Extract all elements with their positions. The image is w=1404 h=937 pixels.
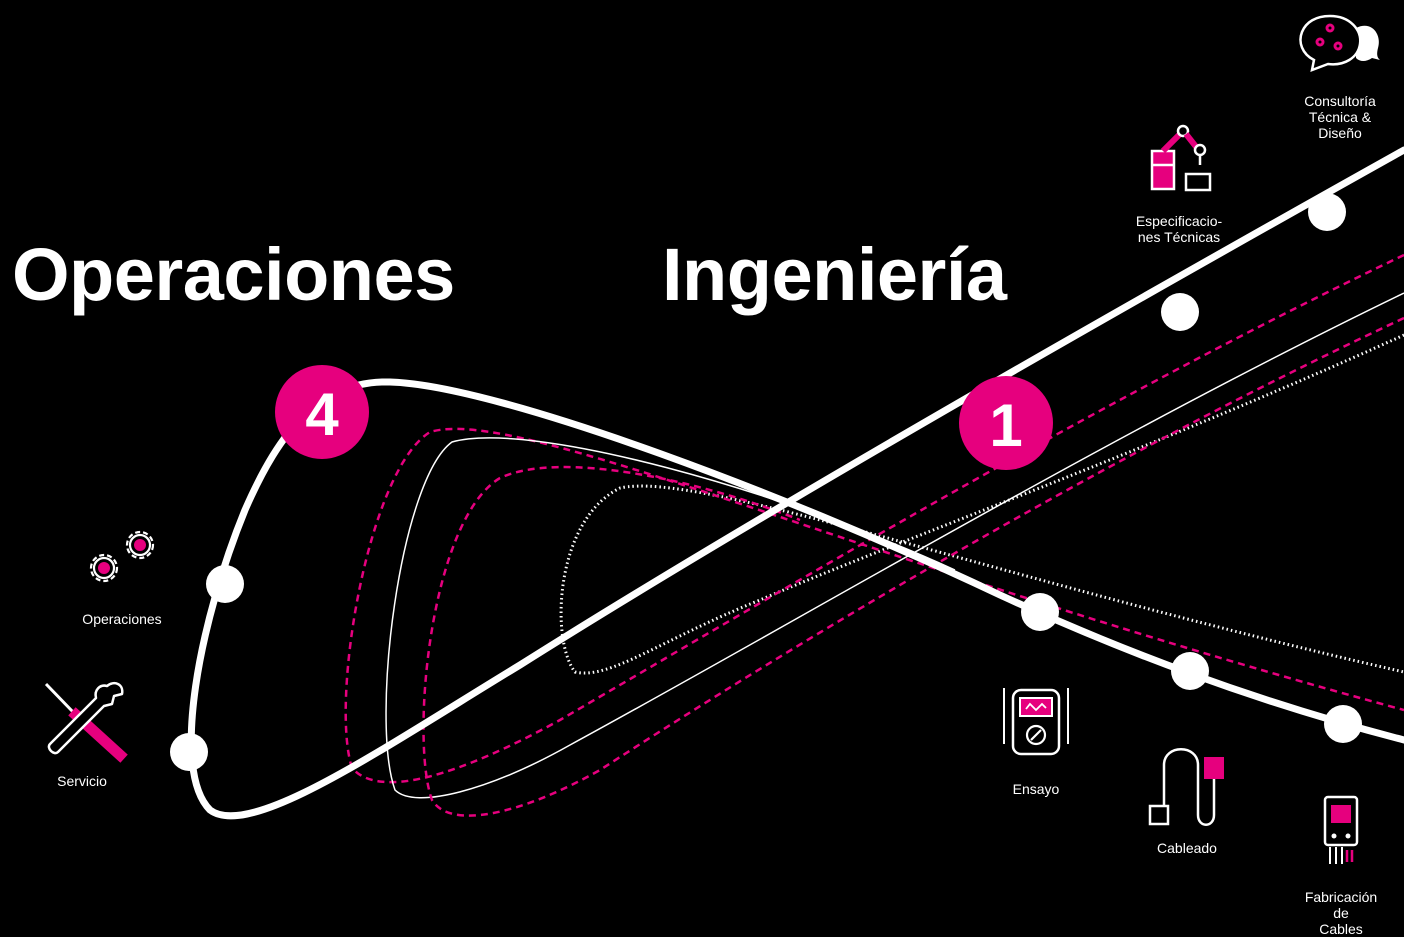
stage-label-ensayo: Ensayo	[1012, 781, 1060, 797]
stage-label-cableado: Cableado	[1157, 840, 1217, 856]
inner-loop-pink-inner	[422, 316, 1404, 817]
operations-title: Operaciones	[12, 233, 455, 316]
node-operaciones[interactable]	[206, 565, 244, 603]
gears-icon	[89, 530, 155, 583]
node-ensayo[interactable]	[1021, 593, 1059, 631]
stage-label-servicio: Servicio	[57, 773, 107, 789]
inner-loop-dotted	[559, 333, 1404, 675]
phase-number-4: 4	[305, 381, 339, 448]
node-fabricacion[interactable]	[1324, 705, 1362, 743]
inner-loop-pink-outer	[344, 253, 1404, 784]
consulting-chat-gears-icon	[1299, 14, 1380, 72]
phase-badge-4[interactable]: 4	[275, 365, 369, 459]
robotic-arm-icon	[1150, 124, 1212, 192]
stage-nodes	[170, 193, 1362, 771]
multimeter-icon	[1003, 688, 1069, 756]
stage-label-operaciones: Operaciones	[82, 611, 162, 627]
engineering-title: Ingeniería	[662, 233, 1007, 316]
phase-number-1: 1	[989, 392, 1022, 459]
wrench-screwdriver-icon	[44, 682, 128, 763]
node-especificaciones[interactable]	[1161, 293, 1199, 331]
inner-loop-thin-white	[385, 292, 1404, 799]
node-servicio[interactable]	[170, 733, 208, 771]
phase-badge-1[interactable]: 1	[959, 376, 1053, 470]
cable-icon	[1148, 748, 1224, 826]
node-consultoria[interactable]	[1308, 193, 1346, 231]
node-cableado[interactable]	[1171, 652, 1209, 690]
connector-icon	[1323, 795, 1359, 864]
stage-label-consultoria: Consultoría Técnica & Diseño	[1304, 93, 1376, 141]
stage-label-fabricacion: Fabricación de Cables	[1304, 889, 1378, 937]
stage-label-especificaciones: Especificacio- nes Técnicas	[1135, 213, 1223, 245]
